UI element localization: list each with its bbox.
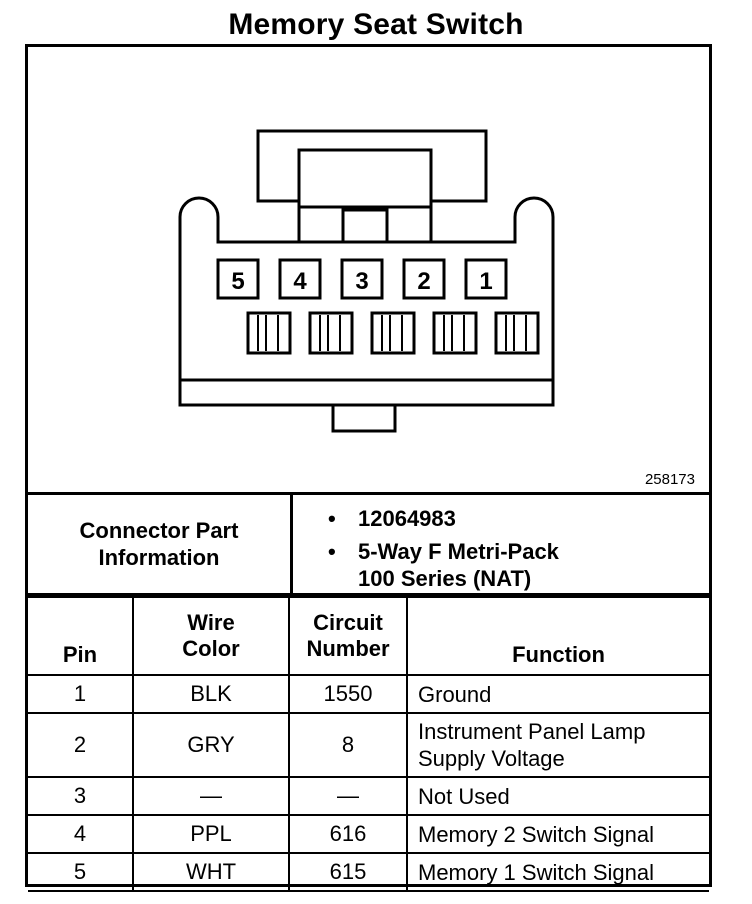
connector-info-list: • 12064983 • 5-Way F Metri-Pack 100 Seri…: [328, 505, 559, 598]
pin-number-label: 5: [231, 268, 244, 295]
function-cell: Ground: [406, 674, 709, 714]
function-line1: Instrument Panel Lamp: [418, 719, 646, 744]
function-line1: Not Used: [418, 783, 510, 809]
terminal-cavities: [246, 311, 540, 355]
header-circuit-line1: Circuit: [313, 610, 383, 635]
terminal-cavity: [494, 311, 540, 355]
table-row: 4 PPL 616 Memory 2 Switch Signal: [28, 814, 709, 854]
pin-number-boxes: 5 4 3 2 1: [216, 258, 508, 300]
circuit-cell: —: [288, 776, 408, 816]
latch-tab: [341, 208, 389, 244]
pin-cell: 5: [28, 852, 134, 892]
terminal-cavity: [370, 311, 416, 355]
bullet-icon: •: [328, 539, 336, 564]
page-title: Memory Seat Switch: [228, 8, 524, 41]
table-row: 2 GRY 8 Instrument Panel Lamp Supply Vol…: [28, 712, 709, 778]
pin-number-label: 2: [417, 268, 430, 295]
pin-cell: 3: [28, 776, 134, 816]
wire-color-cell: —: [132, 776, 290, 816]
function-cell: Not Used: [406, 776, 709, 816]
header-wire-line1: Wire: [187, 610, 235, 635]
connector-type-line1: 5-Way F Metri-Pack: [358, 539, 559, 564]
pin-number-label: 1: [479, 268, 492, 295]
pin-number-label: 4: [293, 268, 307, 295]
header-pin: Pin: [28, 596, 134, 676]
connector-info-label: Connector Part Information: [28, 495, 290, 593]
circuit-cell: 1550: [288, 674, 408, 714]
pin-table: Pin Wire Color Circuit Number Function 1…: [28, 596, 709, 892]
function-line1: Memory 1 Switch Signal: [418, 859, 654, 885]
pin-number-box: [402, 258, 446, 300]
terminal-cavity: [246, 311, 292, 355]
pin-cell: 2: [28, 712, 134, 778]
circuit-cell: 8: [288, 712, 408, 778]
pin-number-box: [278, 258, 322, 300]
pin-number-box: [216, 258, 260, 300]
header-circuit-number: Circuit Number: [288, 596, 408, 676]
wire-color-cell: PPL: [132, 814, 290, 854]
pin-number-box: [340, 258, 384, 300]
table-row: 3 — — Not Used: [28, 776, 709, 816]
table-row: 1 BLK 1550 Ground: [28, 674, 709, 714]
pin-number-box: [464, 258, 508, 300]
wire-color-cell: GRY: [132, 712, 290, 778]
wire-color-cell: WHT: [132, 852, 290, 892]
connector-diagram: 5 4 3 2 1: [178, 129, 555, 433]
info-divider: [290, 495, 293, 593]
wire-color-cell: BLK: [132, 674, 290, 714]
connector-part-info: Connector Part Information • 12064983 • …: [28, 492, 709, 596]
connector-figure: 5 4 3 2 1 258173: [28, 47, 709, 492]
info-label-line1: Connector Part: [79, 518, 239, 543]
table-row: 5 WHT 615 Memory 1 Switch Signal: [28, 852, 709, 892]
circuit-cell: 615: [288, 852, 408, 892]
bullet-icon: •: [328, 506, 336, 531]
header-wire-color: Wire Color: [132, 596, 290, 676]
function-cell: Memory 1 Switch Signal: [406, 852, 709, 892]
header-function: Function: [406, 596, 709, 676]
function-cell: Instrument Panel Lamp Supply Voltage: [406, 712, 709, 778]
connector-type-line2: 100 Series (NAT): [358, 566, 532, 591]
header-circuit-line2: Number: [306, 636, 390, 661]
part-number: 12064983: [358, 506, 456, 531]
table-header-row: Pin Wire Color Circuit Number Function: [28, 596, 709, 676]
function-line2: Supply Voltage: [418, 746, 565, 771]
circuit-cell: 616: [288, 814, 408, 854]
function-line1: Ground: [418, 681, 492, 707]
bottom-key: [331, 405, 397, 433]
function-line1: Memory 2 Switch Signal: [418, 821, 654, 847]
pin-cell: 1: [28, 674, 134, 714]
function-cell: Memory 2 Switch Signal: [406, 814, 709, 854]
info-item: • 5-Way F Metri-Pack 100 Series (NAT): [328, 538, 559, 592]
terminal-cavity: [432, 311, 478, 355]
figure-number: 258173: [644, 471, 695, 488]
info-label-line2: Information: [98, 545, 220, 570]
pin-number-label: 3: [355, 268, 368, 295]
terminal-cavity: [308, 311, 354, 355]
pin-cell: 4: [28, 814, 134, 854]
info-item: • 12064983: [328, 505, 559, 532]
header-wire-line2: Color: [182, 636, 240, 661]
